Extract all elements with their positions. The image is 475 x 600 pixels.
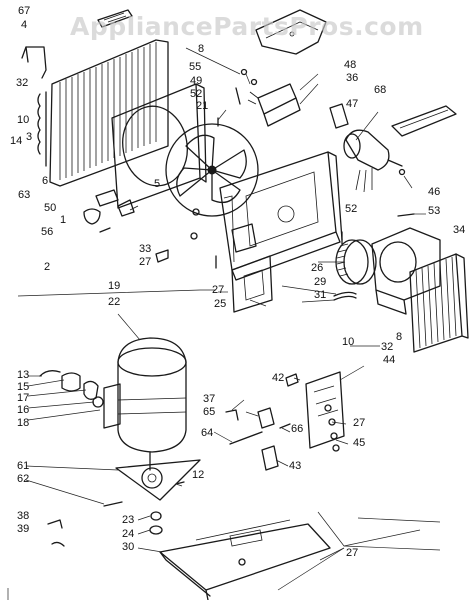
callout-65: 65 — [203, 406, 216, 418]
callout-39: 39 — [17, 523, 30, 535]
lower-bracket — [231, 255, 273, 313]
callout-27-base: 27 — [346, 547, 359, 559]
callout-16: 16 — [17, 404, 30, 416]
callout-34: 34 — [453, 224, 466, 236]
callout-42: 42 — [272, 372, 285, 384]
site-watermark: AppliancePartsPros.com — [70, 12, 424, 41]
compressor — [103, 337, 187, 471]
small-clips — [47, 519, 65, 547]
callout-17: 17 — [17, 392, 30, 404]
base-pan — [159, 519, 331, 600]
callout-52-top: 52 — [190, 88, 203, 100]
callout-27-middle: 27 — [212, 284, 225, 296]
callout-13: 13 — [17, 369, 30, 381]
callout-30: 30 — [122, 541, 135, 553]
callout-50: 50 — [44, 202, 57, 214]
callout-18: 18 — [17, 417, 30, 429]
wire-clip — [21, 46, 47, 79]
callout-29: 29 — [314, 276, 327, 288]
callout-22: 22 — [108, 296, 121, 308]
callout-47: 47 — [346, 98, 359, 110]
callout-49: 49 — [190, 75, 203, 87]
callout-12: 12 — [192, 469, 205, 481]
overload-and-terminal-parts — [83, 189, 139, 233]
callout-27-control: 27 — [353, 417, 366, 429]
condenser-coil-left — [37, 39, 169, 187]
callout-21: 21 — [196, 100, 209, 112]
bracket-strip — [97, 9, 133, 28]
callout-3: 3 — [26, 131, 33, 143]
callout-2: 2 — [44, 261, 51, 273]
baffle-strip — [391, 105, 457, 137]
callout-25: 25 — [214, 298, 227, 310]
callout-32: 32 — [16, 77, 29, 89]
terminal-cover-parts — [39, 370, 104, 408]
callout-4: 4 — [21, 19, 28, 31]
callout-53: 53 — [428, 205, 441, 217]
callout-15: 15 — [17, 381, 30, 393]
compressor-mount-plate — [115, 459, 201, 501]
callout-19: 19 — [108, 280, 121, 292]
fan-motor — [329, 103, 403, 193]
callout-62: 62 — [17, 473, 30, 485]
callout-24: 24 — [122, 528, 135, 540]
callout-38: 38 — [17, 510, 30, 522]
blower-housing — [371, 227, 441, 315]
callout-10: 10 — [17, 114, 30, 126]
callout-45: 45 — [353, 437, 366, 449]
callout-48: 48 — [344, 59, 357, 71]
callout-8-top: 8 — [198, 43, 205, 55]
capacitor — [235, 83, 301, 127]
callout-52-right: 52 — [345, 203, 358, 215]
grommets — [103, 481, 185, 535]
callout-10-right: 10 — [342, 336, 355, 348]
callout-31: 31 — [314, 289, 327, 301]
partition-panel — [219, 151, 343, 281]
callout-64: 64 — [201, 427, 214, 439]
callout-67: 67 — [18, 5, 31, 17]
fastener-set — [155, 68, 415, 269]
callout-55: 55 — [189, 61, 202, 73]
callout-44: 44 — [383, 354, 396, 366]
callout-8-right: 8 — [396, 331, 403, 343]
callout-56: 56 — [41, 226, 54, 238]
evaporator-coil — [409, 253, 469, 353]
callout-27-upper: 27 — [139, 256, 152, 268]
leader-lines — [7, 47, 441, 600]
callout-26: 26 — [311, 262, 324, 274]
drain-tube — [333, 291, 357, 301]
callout-5: 5 — [154, 178, 161, 190]
callout-32-right: 32 — [381, 341, 394, 353]
fan-blade — [165, 123, 259, 217]
callout-66: 66 — [291, 423, 304, 435]
callout-1: 1 — [60, 214, 67, 226]
callout-33: 33 — [139, 243, 152, 255]
control-box-parts — [225, 371, 345, 471]
callout-36: 36 — [346, 72, 359, 84]
callout-14: 14 — [10, 135, 23, 147]
callout-63: 63 — [18, 189, 31, 201]
callout-43: 43 — [289, 460, 302, 472]
callout-6: 6 — [42, 175, 49, 187]
callout-37: 37 — [203, 393, 216, 405]
callout-61: 61 — [17, 460, 30, 472]
callout-46: 46 — [428, 186, 441, 198]
callout-68: 68 — [374, 84, 387, 96]
callout-23: 23 — [122, 514, 135, 526]
control-bracket — [255, 9, 327, 55]
